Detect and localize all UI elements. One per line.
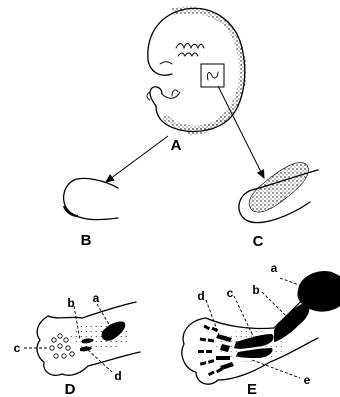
arrow-to-b (106, 136, 168, 182)
panel-label-e: E (247, 381, 257, 397)
panel-label-a: A (171, 137, 182, 154)
limb-paddle-drawing (239, 163, 318, 223)
limb-skeleton-drawing (182, 271, 340, 384)
part-label-e-b: b (252, 283, 259, 297)
part-label-e-c: c (227, 286, 234, 300)
limb-bud-early-drawing (64, 178, 118, 219)
embryo-drawing (147, 8, 245, 132)
part-label-e-e: e (304, 373, 311, 387)
part-label-d-a: a (93, 291, 100, 305)
part-label-d-d: d (114, 369, 121, 383)
limb-condensation-drawing (24, 302, 140, 375)
part-label-e-a: a (271, 261, 278, 275)
part-label-d-b: b (67, 296, 74, 310)
panel-label-c: C (253, 233, 264, 250)
panel-label-b: B (81, 232, 92, 249)
part-label-d-c: c (14, 341, 21, 355)
panel-label-d: D (65, 381, 76, 397)
part-label-e-d: d (197, 289, 204, 303)
